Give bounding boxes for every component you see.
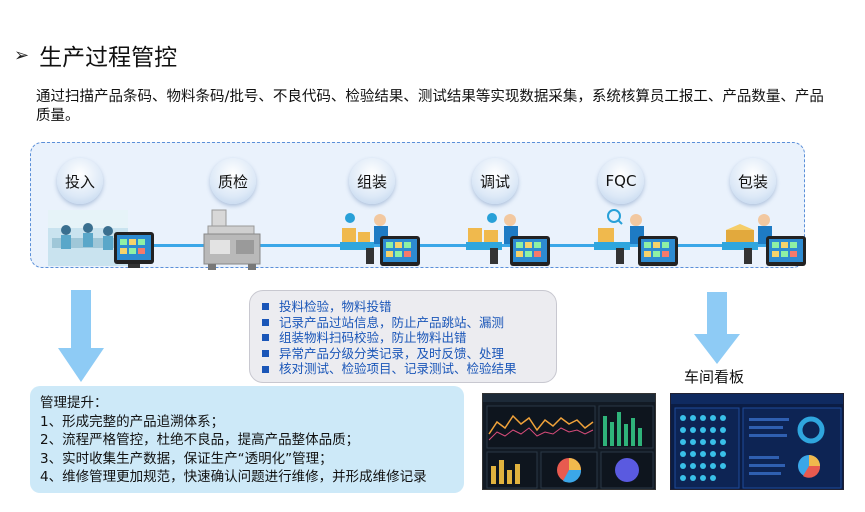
control-point-item: 记录产品过站信息，防止产品跳站、漏测 <box>262 315 556 331</box>
process-node-packing: 包装 <box>730 158 776 204</box>
control-point-item: 投料检验，物料投错 <box>262 299 556 315</box>
inspection-machine-image <box>203 209 261 270</box>
bullet-square-icon <box>262 365 269 373</box>
bullet-square-icon <box>262 303 269 311</box>
process-node-fqc: FQC <box>598 158 644 204</box>
bullet-square-icon <box>262 318 269 326</box>
control-points-list: 投料检验，物料投错 记录产品过站信息，防止产品跳站、漏测 组装物料扫码校验，防止… <box>249 290 557 383</box>
down-arrow-icon <box>58 290 104 382</box>
control-point-item: 异常产品分级分类记录，及时反馈、处理 <box>262 346 556 362</box>
management-item: 2、流程严格管控，杜绝不良品，提高产品整体品质； <box>40 432 360 448</box>
workshop-kanban-image <box>670 393 844 490</box>
process-node-debug: 调试 <box>472 158 518 204</box>
process-node-assembly: 组装 <box>349 158 395 204</box>
section-title: ➢ 生产过程管控 <box>14 38 177 72</box>
down-arrow-kanban-icon <box>694 292 740 364</box>
bullet-square-icon <box>262 334 269 342</box>
management-heading: 管理提升： <box>40 395 108 411</box>
bullet-square-icon <box>262 350 269 358</box>
management-improvement-box: 管理提升： 1、形成完整的产品追溯体系； 2、流程严格管控，杜绝不良品，提高产品… <box>30 386 464 493</box>
factory-workers-image <box>48 210 154 268</box>
process-node-input: 投入 <box>57 158 103 204</box>
management-item: 1、形成完整的产品追溯体系； <box>40 413 225 430</box>
section-title-text: 生产过程管控 <box>39 45 178 71</box>
management-item: 3、实时收集生产数据，保证生产“透明化”管理； <box>40 450 333 467</box>
process-node-qc: 质检 <box>210 158 256 204</box>
control-point-item: 组装物料扫码校验，防止物料出错 <box>262 330 556 346</box>
debug-station-image <box>466 213 550 266</box>
kanban-label: 车间看板 <box>684 368 745 386</box>
assembly-station-image <box>340 213 420 266</box>
control-point-item: 核对测试、检验项目、记录测试、检验结果 <box>262 361 556 377</box>
intro-paragraph: 通过扫描产品条码、物料条码/批号、不良代码、检验结果、测试结果等实现数据采集，系… <box>36 89 824 124</box>
management-item: 4、维修管理更加规范，快速确认问题进行维修，并形成维修记录 <box>40 469 427 485</box>
production-dashboard-image <box>482 393 656 490</box>
chevron-right-icon: ➢ <box>14 44 30 66</box>
fqc-station-image <box>594 209 678 266</box>
packing-station-image <box>722 214 806 266</box>
